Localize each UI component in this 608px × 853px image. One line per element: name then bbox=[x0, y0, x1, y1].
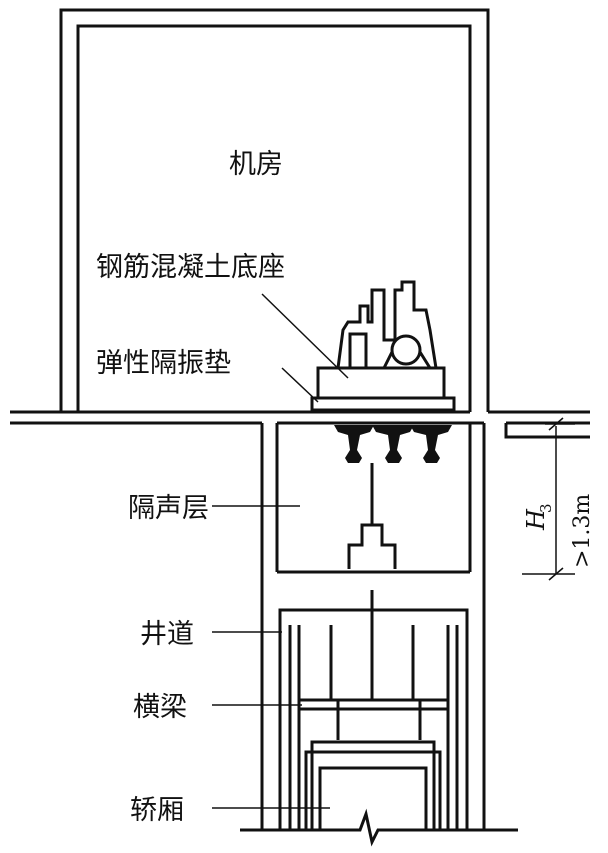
isolator-middle bbox=[372, 425, 414, 463]
dimension-h3: H 3 >1.3m bbox=[522, 417, 595, 581]
car-cabin bbox=[318, 766, 428, 830]
labels: 机房 钢筋混凝土底座 弹性隔振垫 隔声层 井道 横梁 轿厢 bbox=[96, 149, 285, 826]
shaft-right-wall-return bbox=[504, 423, 590, 439]
sheave-guard bbox=[382, 351, 432, 369]
leader-elastic-pad bbox=[281, 367, 319, 403]
label-concrete-base: 钢筋混凝土底座 bbox=[96, 252, 285, 283]
machine-bracket bbox=[348, 332, 368, 368]
floor-slab bbox=[10, 410, 590, 425]
machine-assembly bbox=[310, 280, 456, 412]
dimension-tick-top bbox=[548, 417, 564, 431]
label-shaft: 井道 bbox=[140, 619, 194, 650]
dimension-tick-bottom bbox=[548, 567, 564, 581]
dimension-value: >1.3m bbox=[570, 494, 595, 568]
dimension-subscript: 3 bbox=[537, 503, 555, 513]
concrete-base bbox=[316, 366, 446, 400]
traction-sheave bbox=[390, 334, 422, 366]
rope-isolators bbox=[334, 425, 452, 525]
machine-room-inner-wall bbox=[76, 24, 472, 412]
car-roof bbox=[310, 740, 436, 830]
sound-insulation-layer bbox=[277, 421, 470, 574]
isolator-left bbox=[334, 425, 374, 463]
traction-machine-body bbox=[336, 280, 438, 369]
elastic-isolation-pad bbox=[310, 396, 456, 412]
leader-concrete-base bbox=[261, 293, 349, 379]
counterweight-block bbox=[347, 523, 397, 569]
cross-beam bbox=[297, 698, 450, 711]
label-beam: 横梁 bbox=[133, 692, 187, 723]
label-car: 轿厢 bbox=[130, 795, 184, 826]
break-line bbox=[240, 808, 518, 847]
car-body bbox=[304, 750, 442, 830]
counterweight-shape bbox=[347, 523, 397, 569]
machine-room-outer-wall bbox=[59, 8, 490, 412]
label-elastic-pad: 弹性隔振垫 bbox=[96, 348, 231, 379]
car-frame-outer bbox=[278, 608, 469, 830]
label-sound-layer: 隔声层 bbox=[128, 493, 209, 524]
leader-lines bbox=[212, 293, 349, 809]
dimension-symbol: H bbox=[522, 508, 550, 531]
isolator-right bbox=[410, 425, 452, 463]
machine-room bbox=[59, 8, 490, 412]
shaft-walls bbox=[260, 423, 590, 830]
label-machine-room: 机房 bbox=[229, 149, 283, 180]
